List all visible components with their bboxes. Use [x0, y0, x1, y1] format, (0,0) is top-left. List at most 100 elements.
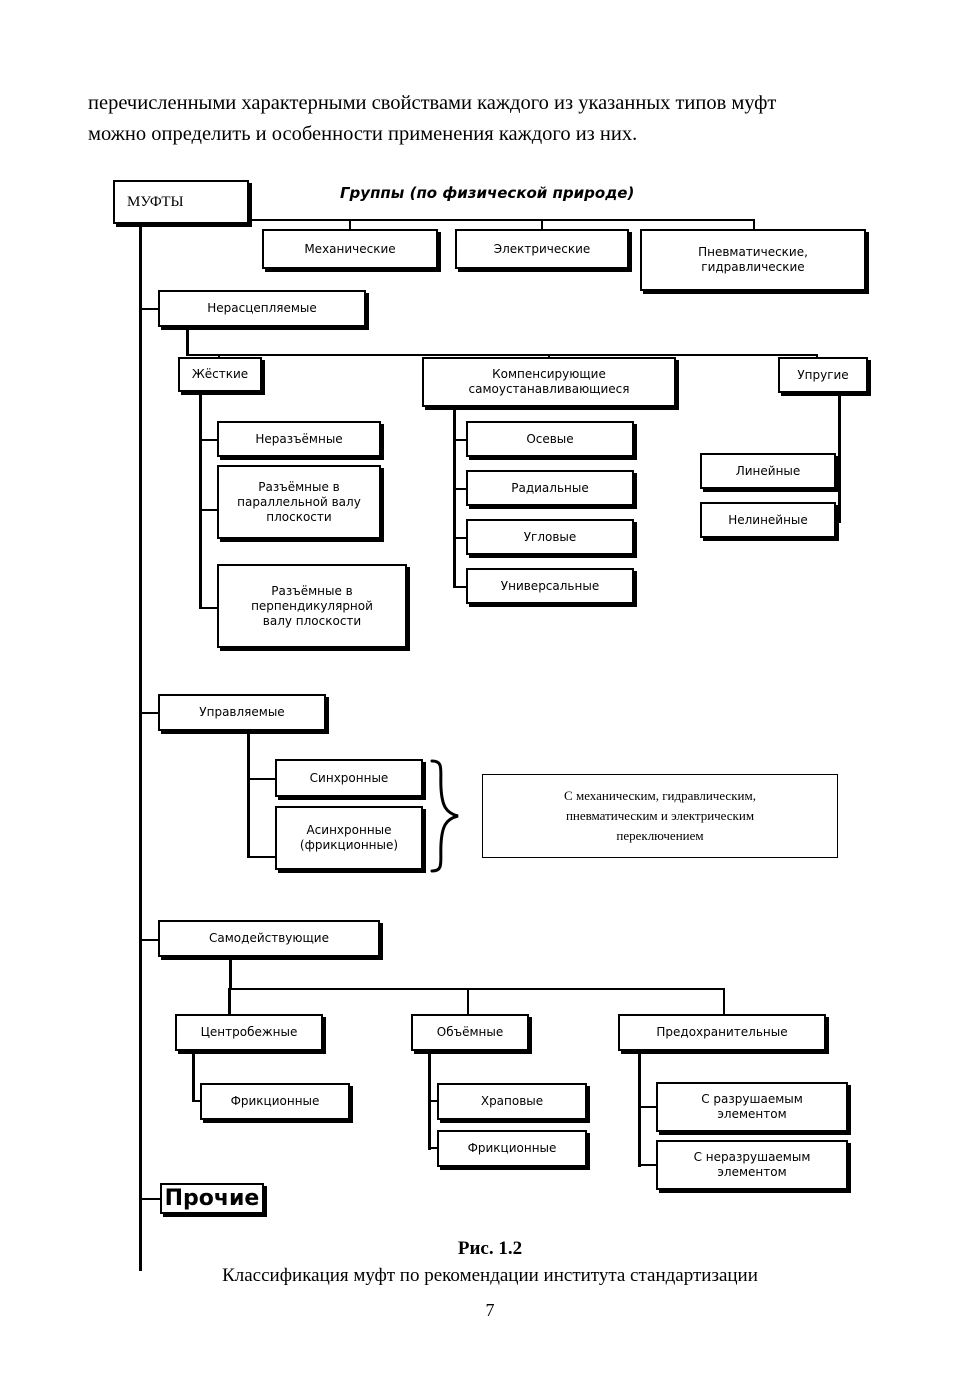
paragraph-line-1: перечисленными характерными свойствами к…	[88, 92, 777, 114]
node-upravlyaemye-label: Управляемые	[199, 705, 285, 719]
connector-kompens-drop	[548, 354, 550, 357]
node-nerascepljaemye: Нерасцепляемые	[158, 290, 366, 327]
connector-uprugie-drop	[816, 354, 818, 357]
connector-group-3-drop	[753, 219, 755, 230]
node-universalnye: Универсальные	[466, 568, 634, 604]
node-prochie-label: Прочие	[164, 1186, 260, 1211]
connector-predohr-c2	[638, 1164, 662, 1166]
node-radialnye-label: Радиальные	[511, 480, 589, 495]
connector-predohr-trunk	[638, 1051, 641, 1167]
connector-centrobezh-drop	[467, 988, 469, 1014]
node-radialnye: Радиальные	[466, 470, 634, 506]
connector-zhestkie-c3	[199, 607, 218, 609]
node-hrapovye: Храповые	[437, 1083, 587, 1120]
page-number: 7	[485, 1300, 495, 1320]
connector-trunk-to-nerascep	[139, 308, 161, 310]
connector-predohr-drop	[723, 988, 725, 1014]
paragraph-line-2: можно определить и особенности применени…	[88, 123, 638, 145]
node-s-nerazrushaemym: С неразрушаемым элементом	[656, 1140, 848, 1190]
connector-zhestkie-drop	[218, 354, 220, 357]
node-mechanical-label: Механические	[304, 241, 396, 256]
connector-groups-bus	[249, 219, 755, 221]
connector-main-trunk	[139, 224, 142, 1271]
node-lineynye: Линейные	[700, 453, 836, 489]
node-razjomnye-parallel-label: Разъёмные в параллельной валу плоскости	[237, 479, 361, 524]
node-osevye-label: Осевые	[526, 431, 574, 446]
curly-brace-icon	[430, 759, 459, 873]
node-predohranitelnye: Предохранительные	[618, 1014, 826, 1051]
node-kompensiruyushchie-label: Компенсирующие самоустанавливающиеся	[468, 367, 630, 396]
node-zhestkie: Жёсткие	[178, 357, 262, 392]
node-razjomnye-perpend: Разъёмные в перпендикулярной валу плоско…	[217, 564, 407, 648]
node-uprugie-label: Упругие	[797, 367, 849, 382]
node-prochie: Прочие	[160, 1183, 264, 1214]
connector-kompens-c1	[453, 439, 473, 441]
node-nelineynye: Нелинейные	[700, 502, 836, 538]
node-lineynye-label: Линейные	[735, 463, 801, 478]
node-osevye: Осевые	[466, 421, 634, 457]
connector-nerascep-bus	[186, 354, 818, 356]
connector-zhestkie-c1	[199, 439, 218, 441]
node-asinhronnye: Асинхронные (фрикционные)	[275, 806, 423, 870]
node-nerazjomnye-label: Неразъёмные	[255, 431, 343, 446]
node-switching-note-label: С механическим, гидравлическим, пневмати…	[564, 788, 756, 843]
node-uglovye-label: Угловые	[523, 529, 577, 544]
node-samodeystvuyushchie: Самодействующие	[158, 920, 380, 957]
connector-trunk-to-prochie	[139, 1198, 161, 1200]
connector-group-2-drop	[541, 219, 543, 230]
connector-zhestkie-c2	[199, 509, 218, 511]
node-centrobezh-frikcionnye: Фрикционные	[200, 1083, 350, 1120]
node-s-razrushaemym: С разрушаемым элементом	[656, 1082, 848, 1132]
node-s-nerazrushaemym-label: С неразрушаемым элементом	[693, 1150, 811, 1179]
node-uprugie: Упругие	[778, 357, 868, 393]
connector-zhestkie-trunk	[199, 392, 202, 609]
connector-group-1-drop	[349, 219, 351, 230]
node-razjomnye-perpend-label: Разъёмные в перпендикулярной валу плоско…	[251, 583, 373, 628]
node-nelineynye-label: Нелинейные	[728, 512, 808, 527]
node-s-razrushaemym-label: С разрушаемым элементом	[701, 1092, 803, 1121]
node-samodeystvuyushchie-label: Самодействующие	[209, 931, 329, 945]
node-razjomnye-parallel: Разъёмные в параллельной валу плоскости	[217, 465, 381, 539]
groups-title: Группы (по физической природе)	[340, 184, 635, 202]
node-upravlyaemye: Управляемые	[158, 694, 326, 731]
connector-kompens-trunk	[453, 407, 456, 587]
node-nerazjomnye: Неразъёмные	[217, 421, 381, 457]
connector-kompens-c4	[453, 586, 473, 588]
node-universalnye-label: Универсальные	[500, 578, 600, 593]
node-electrical-label: Электрические	[493, 241, 591, 256]
node-hrapovye-label: Храповые	[480, 1094, 544, 1108]
connector-samodeystv-drop	[229, 957, 232, 988]
node-zhestkie-label: Жёсткие	[191, 367, 249, 381]
connector-upravlyaemye-trunk	[247, 731, 250, 858]
connector-nerascep-drop	[186, 327, 189, 354]
node-obyomnye-label: Объёмные	[436, 1025, 504, 1039]
classification-diagram: МУФТЫ Группы (по физической природе) Мех…	[0, 168, 980, 1271]
connector-upravl-c1	[247, 778, 277, 780]
node-pneumatic-hydraulic-label: Пневматические, гидравлические	[698, 245, 808, 274]
node-obyomnye: Объёмные	[411, 1014, 529, 1051]
node-sinhronnye-label: Синхронные	[309, 770, 389, 785]
node-kompensiruyushchie: Компенсирующие самоустанавливающиеся	[422, 357, 676, 407]
connector-kompens-c3	[453, 537, 473, 539]
connector-upravl-c2	[247, 856, 277, 858]
node-asinhronnye-label: Асинхронные (фрикционные)	[299, 823, 399, 852]
node-centrobezh-frikcionnye-label: Фрикционные	[230, 1094, 320, 1108]
node-predohranitelnye-label: Предохранительные	[656, 1025, 788, 1039]
connector-trunk-to-upravlyaemye	[139, 712, 161, 714]
node-switching-note: С механическим, гидравлическим, пневмати…	[482, 774, 838, 858]
node-uglovye: Угловые	[466, 519, 634, 555]
node-centrobezhnye-label: Центробежные	[200, 1025, 298, 1039]
node-obyomnye-frikcionnye-label: Фрикционные	[467, 1141, 557, 1155]
node-mufty: МУФТЫ	[113, 180, 249, 224]
connector-kompens-c2	[453, 488, 473, 490]
node-nerascepljaemye-label: Нерасцепляемые	[207, 301, 317, 315]
node-centrobezhnye: Центробежные	[175, 1014, 323, 1051]
body-paragraph: перечисленными характерными свойствами к…	[88, 88, 888, 150]
figure-caption-block: Рис. 1.2 Классификация муфт по рекоменда…	[0, 1236, 980, 1290]
node-mechanical: Механические	[262, 229, 438, 269]
figure-number: Рис. 1.2	[457, 1238, 523, 1259]
figure-caption-text: Классификация муфт по рекомендации инсти…	[222, 1265, 758, 1286]
connector-trunk-to-samodeystv	[139, 939, 161, 941]
connector-samodeystv-left-drop	[228, 988, 231, 1014]
